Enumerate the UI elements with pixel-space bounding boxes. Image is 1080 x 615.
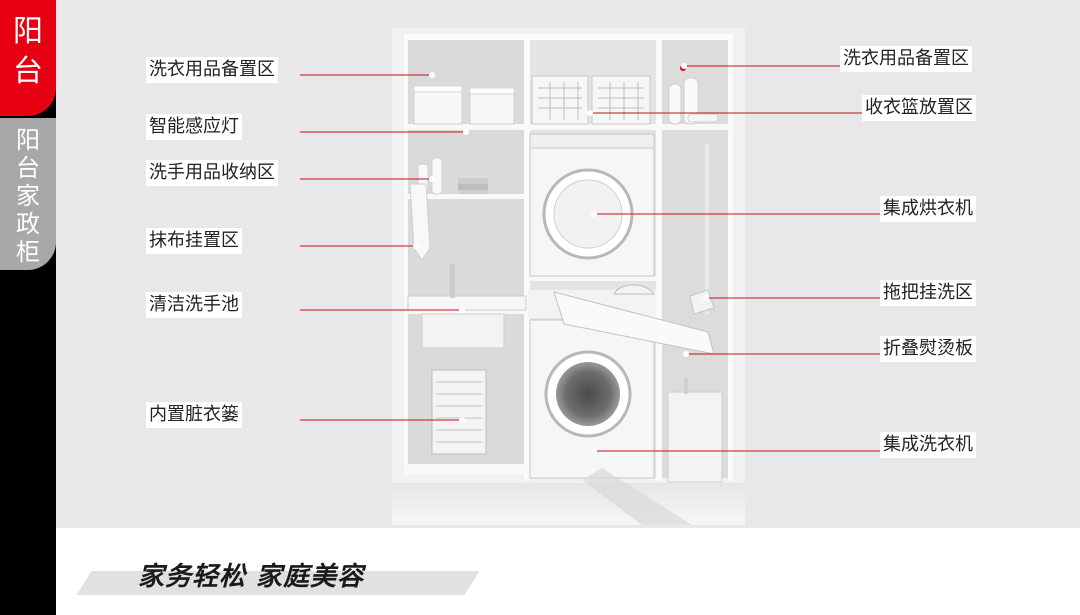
- cabinet-illustration: [392, 28, 745, 525]
- leader-dot-left-3: [429, 176, 435, 182]
- callout-laundry-supplies: 洗衣用品备置区: [146, 57, 278, 83]
- leader-dot-right-1: [681, 63, 687, 69]
- callout-folding-ironing-board: 折叠熨烫板: [880, 336, 976, 362]
- callout-cloth-hanging: 抹布挂置区: [146, 228, 242, 254]
- leader-dot-left-1: [429, 72, 435, 78]
- leader-dot-left-2: [463, 129, 469, 135]
- slogan-text: 家务轻松 家庭美容: [138, 562, 365, 592]
- cabinet-drawing: [392, 28, 745, 525]
- leader-dot-right-2: [587, 110, 593, 116]
- leader-dot-right-4: [703, 295, 709, 301]
- callout-dirty-laundry-basket: 内置脏衣篓: [146, 402, 242, 428]
- tab-balcony[interactable]: 阳台: [0, 0, 56, 116]
- leader-dot-right-3: [591, 211, 597, 217]
- tab-balcony-cabinet-label: 阳台家政柜: [16, 126, 40, 266]
- callout-integrated-washer: 集成洗衣机: [880, 432, 976, 458]
- callout-basket-storage: 收衣篮放置区: [862, 95, 976, 121]
- callout-smart-sensor-light: 智能感应灯: [146, 114, 242, 140]
- callout-laundry-supplies-right: 洗衣用品备置区: [840, 46, 972, 72]
- callout-handwash-storage: 洗手用品收纳区: [146, 160, 278, 186]
- leader-dot-left-6: [459, 417, 465, 423]
- leader-dot-left-4: [413, 243, 419, 249]
- callout-integrated-dryer: 集成烘衣机: [880, 196, 976, 222]
- callout-mop-hanging: 拖把挂洗区: [880, 280, 976, 306]
- tab-balcony-cabinet[interactable]: 阳台家政柜: [0, 118, 56, 270]
- leader-dot-right-5: [683, 351, 689, 357]
- callout-wash-basin: 清洁洗手池: [146, 292, 242, 318]
- leader-dot-left-5: [459, 307, 465, 313]
- leader-dot-right-6: [591, 448, 597, 454]
- tab-balcony-label: 阳台: [13, 14, 43, 89]
